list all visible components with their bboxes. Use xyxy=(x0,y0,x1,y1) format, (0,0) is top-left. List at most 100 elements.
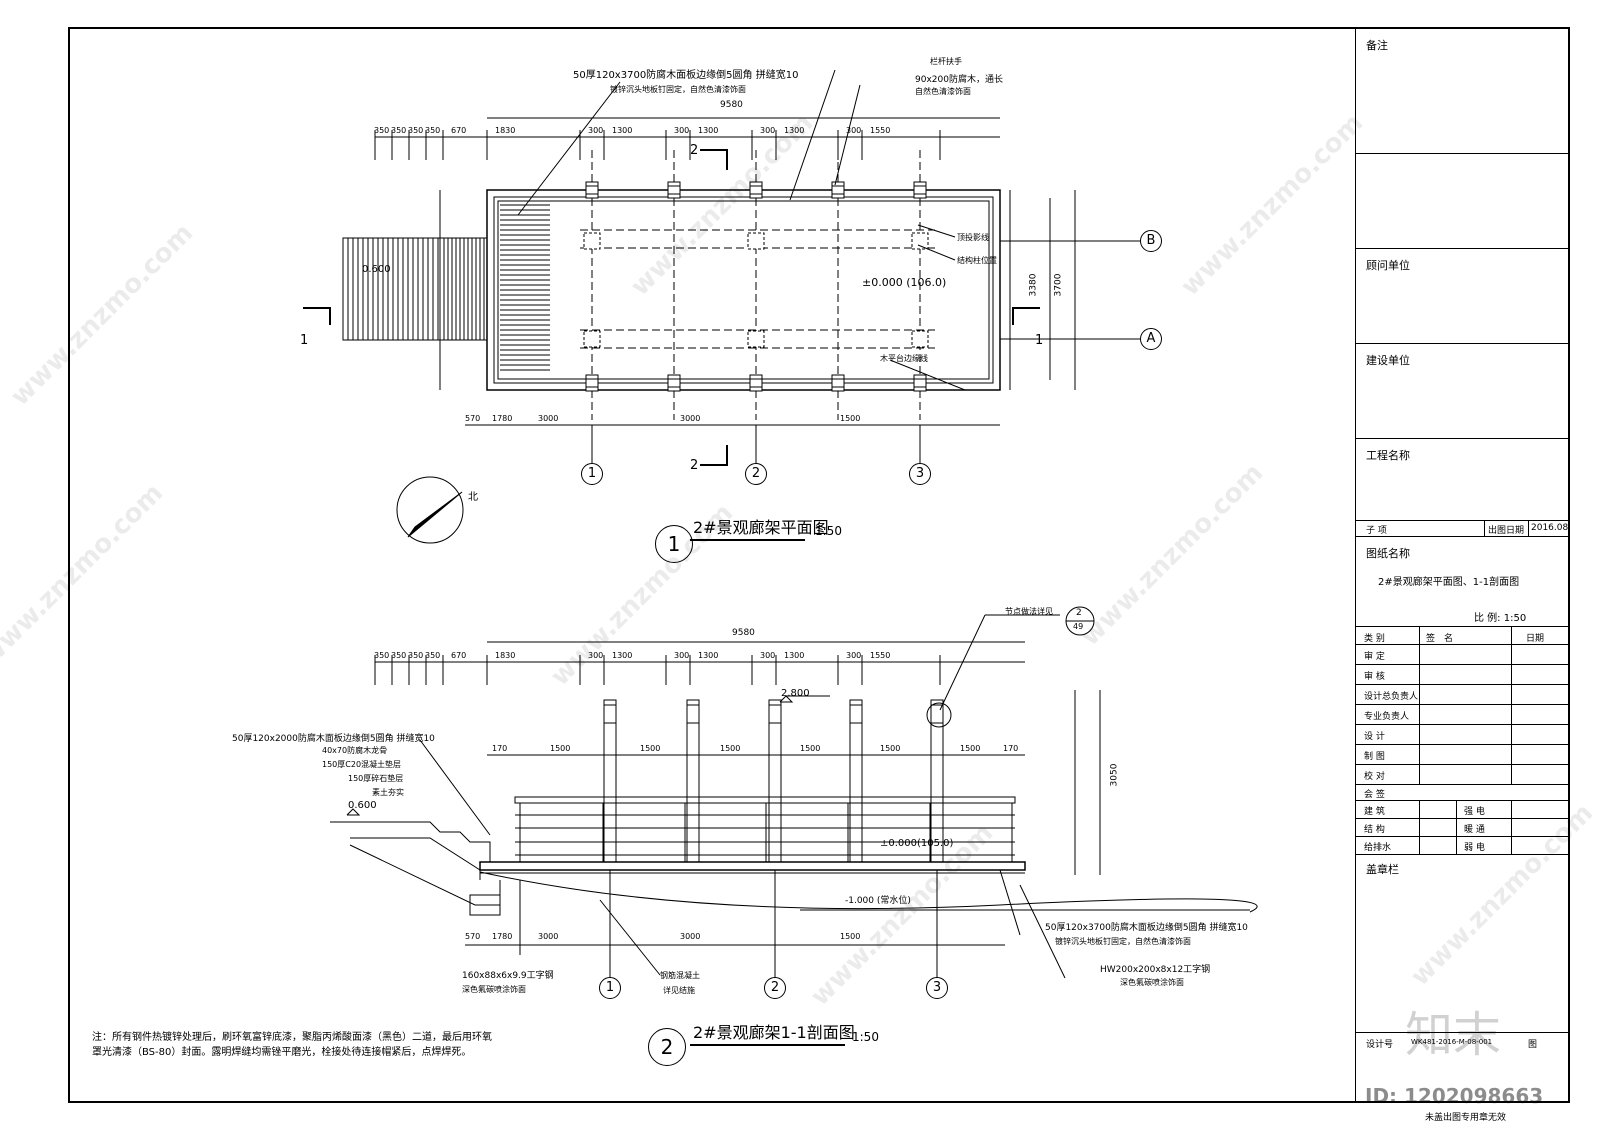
tb-cell-text: 专业负责人 xyxy=(1364,712,1410,722)
plan-section-mark-right: 1 xyxy=(1035,333,1044,348)
plan-top-dim: 1550 xyxy=(870,126,891,135)
plan-level-center: ±0.000 (106.0) xyxy=(862,276,947,289)
section-mid-dim: 1500 xyxy=(720,744,741,753)
tb-cell-text: 建 筑 xyxy=(1364,807,1385,817)
section-mid-dim: 1500 xyxy=(960,744,981,753)
section-top-dim: 670 xyxy=(451,651,467,660)
general-note: 注：所有钢件热镀锌处理后，刷环氧富锌底漆，聚脂丙烯酸面漆（黑色）二道，最后用环氧… xyxy=(92,1032,492,1058)
tb-countersign: 会 签 xyxy=(1356,785,1570,801)
section-bottom-dim: 3000 xyxy=(680,932,701,941)
tb-drawing-name: 图纸名称 2#景观廊架平面图、1-1剖面图 比 例: 1:50 xyxy=(1356,537,1570,627)
section-top-dim: 300 xyxy=(846,651,862,660)
tb-cell-text: 日期 xyxy=(1526,634,1545,644)
plan-bottom-dim: 570 xyxy=(465,414,481,423)
tb-subitem-row: 子 项 出图日期 2016.08 xyxy=(1356,521,1570,537)
north-label: 北 xyxy=(468,492,478,503)
tb-cell-text: 设 计 xyxy=(1364,732,1385,742)
plan-callout-deck: 50厚120x3700防腐木面板边缘倒5圆角 拼缝宽10 xyxy=(573,70,799,81)
section-top-dim: 300 xyxy=(760,651,776,660)
plan-top-dim: 350 xyxy=(374,126,390,135)
plan-dim-total: 9580 xyxy=(720,100,743,110)
tb-stamp-label: 盖章栏 xyxy=(1366,863,1399,876)
section-top-dim: 1830 xyxy=(495,651,516,660)
section-bottom-dim: 1780 xyxy=(492,932,513,941)
tb-scale: 比 例: 1:50 xyxy=(1474,613,1527,624)
plan-top-dim: 1300 xyxy=(784,126,805,135)
tb-countersign-row: 建 筑强 电 xyxy=(1356,801,1570,819)
tb-project: 工程名称 xyxy=(1356,439,1570,521)
plan-bottom-dim: 3000 xyxy=(680,414,701,423)
plan-title-number: 1 xyxy=(655,525,693,563)
plan-right-total-b: 3700 xyxy=(1053,273,1064,297)
section-mid-dim: 170 xyxy=(1003,744,1019,753)
section-top-dim: 300 xyxy=(588,651,604,660)
tb-row: 制 图 xyxy=(1356,745,1570,765)
section-top-dim: 1550 xyxy=(870,651,891,660)
plan-bottom-dim: 1780 xyxy=(492,414,513,423)
section-level-water: -1.000 (常水位) xyxy=(845,896,911,906)
watermark-logo: 知末 xyxy=(1405,1007,1502,1063)
tb-stamp: 盖章栏 xyxy=(1356,853,1570,1033)
section-callout-concrete: 钢筋混凝土 xyxy=(660,971,700,980)
section-detail-ref: 节点做法详见 xyxy=(1005,607,1053,616)
section-layer: 50厚120x2000防腐木面板边缘倒5圆角 拼缝宽10 xyxy=(232,734,435,744)
section-top-dim: 1300 xyxy=(698,651,719,660)
section-layer: 150厚C20混凝土垫层 xyxy=(322,760,402,769)
tb-date-value: 2016.08 xyxy=(1531,523,1569,533)
tb-cell-text: 审 核 xyxy=(1364,672,1385,682)
plan-axis-2: 2 xyxy=(745,463,767,485)
plan-bottom-dim: 3000 xyxy=(538,414,559,423)
tb-row: 审 定 xyxy=(1356,645,1570,665)
section-level-deck: ±0.000(105.0) xyxy=(880,838,954,849)
tb-cell-text: 暖 通 xyxy=(1464,825,1485,835)
section-layer: 40x70防腐木龙骨 xyxy=(322,746,388,755)
drawing-frame xyxy=(68,27,1570,1103)
plan-axis-3: 3 xyxy=(909,463,931,485)
plan-top-dim: 670 xyxy=(451,126,467,135)
section-title: 2#景观廊架1-1剖面图 xyxy=(693,1023,855,1042)
plan-title: 2#景观廊架平面图 xyxy=(693,518,829,537)
tb-row: 校 对 xyxy=(1356,765,1570,785)
section-bottom-dim: 1500 xyxy=(840,932,861,941)
tb-cell-text: 结 构 xyxy=(1364,825,1385,835)
section-top-dim: 350 xyxy=(391,651,407,660)
plan-top-dim: 1300 xyxy=(698,126,719,135)
tb-drawing-name-label: 图纸名称 xyxy=(1366,547,1410,560)
tb-row: 专业负责人 xyxy=(1356,705,1570,725)
section-callout-deck: 50厚120x3700防腐木面板边缘倒5圆角 拼缝宽10 xyxy=(1045,923,1248,933)
plan-top-dim: 300 xyxy=(588,126,604,135)
section-layer: 素土夯实 xyxy=(372,788,404,797)
tb-cell-text: 签 名 xyxy=(1426,634,1454,644)
tb-design-no-label: 设计号 xyxy=(1366,1040,1394,1050)
tb-cell-text: 审 定 xyxy=(1364,652,1385,662)
plan-right-total-a: 3380 xyxy=(1028,273,1039,297)
tb-drawing-name-value: 2#景观廊架平面图、1-1剖面图 xyxy=(1378,577,1520,588)
section-callout-deck-2: 镀锌沉头地板钉固定，自然色清漆饰面 xyxy=(1055,937,1191,946)
section-dim-total: 9580 xyxy=(732,628,755,638)
plan-scale: 1:50 xyxy=(815,524,842,538)
section-scale: 1:50 xyxy=(852,1030,879,1044)
tb-date-label: 出图日期 xyxy=(1488,526,1525,536)
tb-remarks-label: 备注 xyxy=(1366,39,1388,52)
plan-callout-beam-2: 自然色清漆饰面 xyxy=(915,87,971,96)
plan-section-mark-left: 1 xyxy=(300,333,309,348)
section-right-total: 3050 xyxy=(1109,763,1120,787)
tb-countersign-label: 会 签 xyxy=(1364,790,1385,800)
tb-row: 设计总负责人 xyxy=(1356,685,1570,705)
plan-label-shadow: 顶投影线 xyxy=(957,233,989,242)
section-top-dim: 1300 xyxy=(612,651,633,660)
plan-axis-1: 1 xyxy=(581,463,603,485)
section-top-dim: 1300 xyxy=(784,651,805,660)
plan-top-dim: 300 xyxy=(846,126,862,135)
tb-consultant-label: 顾问单位 xyxy=(1366,259,1410,272)
plan-callout-rail: 栏杆扶手 xyxy=(930,57,962,66)
section-axis-3: 3 xyxy=(926,977,948,999)
plan-bottom-dim: 1500 xyxy=(840,414,861,423)
section-mid-dim: 1500 xyxy=(550,744,571,753)
section-detail-num: 2 xyxy=(1076,608,1082,618)
section-callout-ibeam: 160x88x6x9.9工字钢 xyxy=(462,971,554,981)
title-block: 备注 顾问单位 建设单位 工程名称 子 项 出图日期 2016.08 图纸名称 … xyxy=(1355,29,1570,1101)
section-level-left: 0.600 xyxy=(348,800,377,811)
tb-row: 类 别签 名日期 xyxy=(1356,627,1570,645)
